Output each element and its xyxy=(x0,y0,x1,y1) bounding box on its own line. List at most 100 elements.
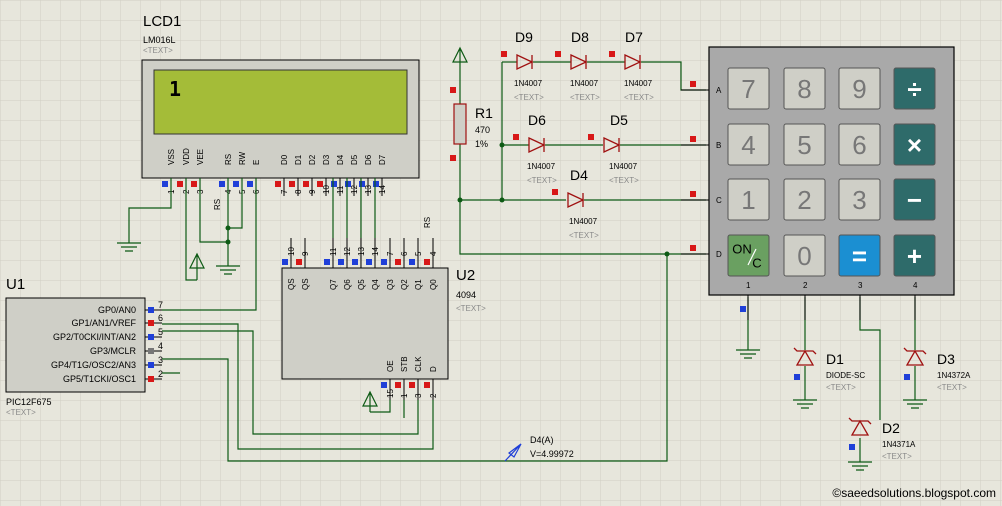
diode-triangle xyxy=(624,53,642,71)
ground-icon xyxy=(848,461,872,471)
keypad-key[interactable]: × xyxy=(893,123,936,166)
keypad-key[interactable]: 3 xyxy=(838,178,881,221)
key-label: 2 xyxy=(797,185,811,215)
keypad-key[interactable]: − xyxy=(893,178,936,221)
diode-triangle xyxy=(516,53,534,71)
pin-marker xyxy=(424,259,430,265)
diode-triangle xyxy=(905,349,925,366)
pin-marker xyxy=(191,181,197,187)
power-arrow-icon xyxy=(452,46,468,64)
voltage-probe[interactable]: D4(A) V=4.99972 xyxy=(504,435,574,462)
pin-marker xyxy=(588,134,594,140)
ground-icon xyxy=(117,242,141,252)
shift-pin-name: D xyxy=(429,366,438,372)
shift-pin-name: OE xyxy=(386,360,395,372)
keypad-key[interactable]: 8 xyxy=(783,67,826,110)
pin-marker xyxy=(296,259,302,265)
keypad-key[interactable]: ÷ xyxy=(893,67,936,110)
pin-marker xyxy=(690,136,696,142)
probe-label: D4(A) xyxy=(530,435,554,445)
shift-pin-name: QS xyxy=(287,278,296,290)
key-label: 3 xyxy=(852,185,866,215)
keypad-key[interactable]: 6 xyxy=(838,123,881,166)
lcd-screen xyxy=(153,69,408,135)
key-label: 1 xyxy=(741,185,755,215)
mcu-text-tag: <TEXT> xyxy=(6,408,36,417)
lcd-text-tag: <TEXT> xyxy=(143,46,173,55)
lcd-module[interactable]: LCD1 LM016L <TEXT> 1 VSS1VDD2VEE3RS4RW5E… xyxy=(141,13,420,210)
keypad-key[interactable]: 2 xyxy=(783,178,826,221)
key-label: = xyxy=(852,241,867,271)
pin-marker xyxy=(338,259,344,265)
shift-pin-name: Q1 xyxy=(414,279,423,290)
shift-pin-name: Q4 xyxy=(371,279,380,290)
mcu-pin-number: 5 xyxy=(158,327,163,337)
shift-register-u2[interactable]: U2 4094 <TEXT> 10QS9QS11Q712Q613Q514Q47Q… xyxy=(281,217,486,400)
diode-bar xyxy=(793,347,817,355)
pin-marker xyxy=(409,382,415,388)
diode-model: 1N4007 xyxy=(514,79,543,88)
diode-model: 1N4007 xyxy=(569,217,598,226)
pin-marker xyxy=(904,374,910,380)
junction-dot xyxy=(499,142,505,148)
key-label: 7 xyxy=(741,74,755,104)
key-label: ON xyxy=(732,242,752,257)
key-cap xyxy=(838,178,881,221)
pin-marker xyxy=(331,181,337,187)
keypad-key[interactable]: 7 xyxy=(727,67,770,110)
resistor-tolerance: 1% xyxy=(475,139,488,149)
mcu-pin-name: GP0/AN0 xyxy=(98,305,136,315)
lcd-pin-name: D1 xyxy=(294,154,303,165)
keypad-row-label: C xyxy=(716,196,722,205)
pin-marker xyxy=(409,259,415,265)
keypad-key[interactable]: + xyxy=(893,234,936,277)
keypad-key[interactable]: = xyxy=(838,234,881,277)
keypad-key[interactable]: 9 xyxy=(838,67,881,110)
shift-pin-number: 14 xyxy=(371,247,380,256)
shift-pin-number: 9 xyxy=(301,251,310,256)
mcu-model: PIC12F675 xyxy=(6,397,52,407)
lcd-pin-number: 14 xyxy=(378,185,387,194)
lcd-pin-number: 11 xyxy=(336,185,345,194)
resistor-r1[interactable]: R1 470 1% xyxy=(450,87,493,161)
keypad-key[interactable]: ONC xyxy=(727,234,770,277)
keypad-key[interactable]: 4 xyxy=(727,123,770,166)
diode-text-tag: <TEXT> xyxy=(570,93,600,102)
key-cap xyxy=(893,234,936,277)
diode-ref: D8 xyxy=(571,29,589,45)
shift-text-tag: <TEXT> xyxy=(456,304,486,313)
shift-pin-number: 11 xyxy=(329,247,338,256)
diode-text-tag: <TEXT> xyxy=(937,383,967,392)
ground-icon xyxy=(216,265,240,275)
key-label: 0 xyxy=(797,241,811,271)
pin-marker xyxy=(395,259,401,265)
lcd-pin-number: 12 xyxy=(350,185,359,194)
lcd-pin-number: 8 xyxy=(294,189,303,194)
pin-marker xyxy=(555,51,561,57)
pin-marker xyxy=(317,181,323,187)
keypad-key[interactable]: 5 xyxy=(783,123,826,166)
shift-pin-name: Q6 xyxy=(343,279,352,290)
keypad-key[interactable]: 0 xyxy=(783,234,826,277)
power-arrow-icon xyxy=(189,252,205,280)
lcd-rs-net-label: RS xyxy=(213,199,222,210)
junction-dot xyxy=(664,251,670,257)
shift-pin-name: Q7 xyxy=(329,279,338,290)
keypad-key[interactable]: 1 xyxy=(727,178,770,221)
wire-vee xyxy=(199,178,228,243)
mcu-pin-name: GP1/AN1/VREF xyxy=(71,318,136,328)
shift-body xyxy=(281,267,449,380)
shift-pin-number: 5 xyxy=(414,251,423,256)
